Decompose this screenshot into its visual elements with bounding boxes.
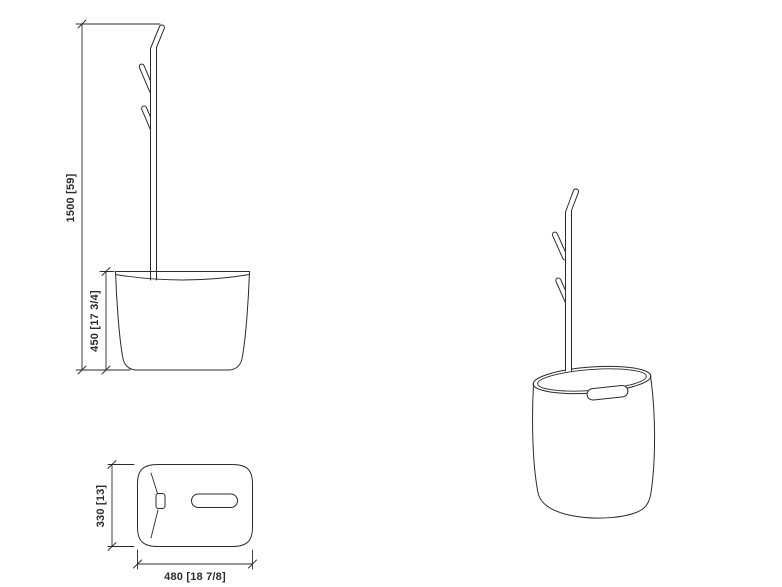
dim-width: 480 [18 7/8]: [133, 549, 257, 583]
dim-ticks-total: [77, 19, 87, 375]
basket-outline: [115, 271, 250, 371]
basket-iso-body: [532, 375, 656, 519]
pole-cross-section: [155, 493, 166, 509]
top-slot: [191, 493, 238, 508]
pole: [150, 24, 165, 281]
basket-iso: [532, 365, 656, 519]
basket-rim-arc: [115, 274, 250, 281]
basket-iso-slot: [586, 384, 629, 401]
dim-ticks-depth: [107, 460, 117, 551]
dim-label-basket-height: 450 [17 3/4]: [89, 290, 101, 352]
mount-diagonal-lower: [150, 509, 159, 539]
pole-iso: [565, 188, 580, 372]
dim-label-depth: 330 [13]: [95, 485, 107, 528]
dim-label-total-height: 1500 [59]: [65, 173, 77, 222]
dim-ticks-width: [133, 559, 257, 569]
front-view: 1500 [59] 450 [17 3/4]: [65, 19, 250, 375]
top-view: 330 [13] 480 [18 7/8]: [95, 460, 257, 583]
dim-basket-height: 450 [17 3/4]: [89, 267, 115, 375]
dim-total-height: 1500 [59]: [65, 19, 161, 375]
mount-diagonal-upper: [150, 472, 159, 496]
iso-view: [532, 188, 656, 519]
basket-front: [115, 271, 250, 371]
dim-label-width: 480 [18 7/8]: [164, 571, 226, 583]
dim-ticks-basket: [101, 267, 111, 375]
dim-depth: 330 [13]: [95, 460, 135, 551]
top-pole-mount: [150, 472, 166, 539]
top-outline: [137, 464, 253, 547]
